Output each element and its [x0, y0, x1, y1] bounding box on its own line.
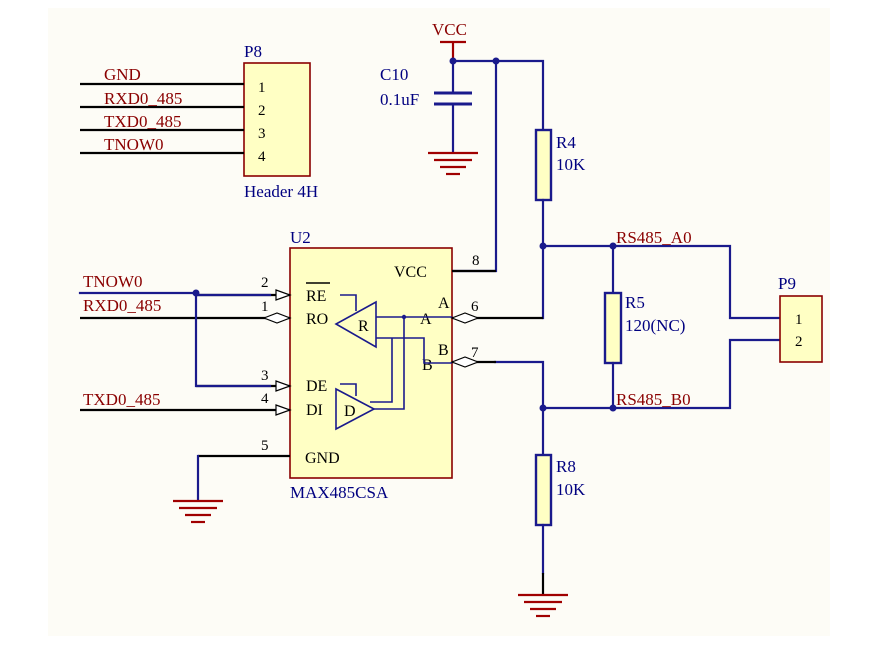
p8-pin2-number: 2 — [258, 103, 266, 119]
u2-designator: U2 — [290, 228, 311, 247]
c10-designator: C10 — [380, 65, 408, 84]
wire-pin7-to-b0 — [493, 360, 545, 457]
net-rs485-b0 — [541, 338, 782, 410]
u2-a-io-arrow — [450, 312, 480, 324]
net-label-rs485-a0: RS485_A0 — [616, 228, 692, 247]
u2-internal-junction — [401, 314, 407, 320]
u2-pin-name-b: B — [422, 357, 433, 374]
u2-receiver-label: R — [358, 318, 369, 335]
u2-driver-out-b — [370, 338, 393, 403]
vcc-label: VCC — [432, 20, 467, 39]
connector-p9: P9 1 2 — [778, 274, 823, 363]
u2-pin-name-di: DI — [306, 402, 323, 419]
u2-receiver-symbol — [334, 300, 377, 349]
u2-de-input-arrow — [275, 380, 292, 392]
u2-pin-name-a: A — [420, 311, 432, 328]
junction-tnow0 — [192, 289, 200, 297]
r5-body — [603, 291, 623, 365]
p8-net-gnd: GND — [104, 65, 141, 84]
r8-value: 10K — [556, 480, 586, 499]
r5-value: 120(NC) — [625, 316, 685, 335]
u2-pin-number-3: 3 — [261, 368, 269, 384]
p8-pin3-number: 3 — [258, 126, 266, 142]
p9-pin2-number: 2 — [795, 334, 803, 350]
u2-driver-label: D — [344, 403, 356, 420]
u2-pin-number-7: 7 — [471, 345, 479, 361]
u2-pin-name-de: DE — [306, 378, 327, 395]
u2-net-tnow0: TNOW0 — [83, 272, 142, 291]
u2-b-io-arrow — [450, 356, 480, 368]
u2-pin-name-ro: RO — [306, 311, 328, 328]
u2-pin-number-6: 6 — [471, 299, 479, 315]
u2-de-enable-line — [340, 383, 357, 396]
r8-designator: R8 — [556, 457, 576, 476]
u2-pin-number-1: 1 — [261, 299, 269, 315]
u2-net-rxd0: RXD0_485 — [83, 296, 161, 315]
junction-b0-left — [539, 404, 547, 412]
u2-receiver-b-input — [376, 337, 452, 364]
r4-body — [534, 128, 553, 202]
p8-net-txd: TXD0_485 — [104, 112, 181, 131]
p8-net-rxd: RXD0_485 — [104, 89, 182, 108]
junction-a0-left — [539, 242, 547, 250]
connector-p8: P8 1 2 3 4 GND RXD0_485 TXD0_485 TNOW0 H… — [80, 42, 318, 201]
u2-pin-a-outer-label: A — [438, 295, 450, 312]
u2-di-input-arrow — [275, 404, 292, 416]
c10-ground-symbol — [428, 151, 478, 176]
p8-pin4-number: 4 — [258, 149, 266, 165]
p9-body — [779, 295, 823, 363]
u2-re-enable-line — [340, 294, 357, 311]
r8-ground-symbol — [518, 593, 568, 618]
net-rs485-a0 — [541, 244, 782, 320]
u2-net-txd0: TXD0_485 — [83, 390, 160, 409]
u2-driver-out-a — [374, 317, 405, 410]
resistor-r8: R8 10K — [534, 453, 586, 527]
wire-tnow0-to-de — [194, 291, 272, 388]
u2-pin-number-4: 4 — [261, 391, 269, 407]
c10-value: 0.1uF — [380, 90, 419, 109]
u2-driver-symbol — [335, 387, 376, 431]
p8-designator: P8 — [244, 42, 262, 61]
u2-pin-name-gnd: GND — [305, 450, 340, 467]
p8-pin1-number: 1 — [258, 80, 266, 96]
u2-pin-number-2: 2 — [261, 275, 269, 291]
junction-b0-r5 — [609, 404, 617, 412]
p9-designator: P9 — [778, 274, 796, 293]
net-label-rs485-b0: RS485_B0 — [616, 390, 691, 409]
p9-pin1-number: 1 — [795, 312, 803, 328]
resistor-r4: R4 10K — [534, 128, 586, 202]
p8-net-tnow: TNOW0 — [104, 135, 163, 154]
ic-u2-max485: U2 MAX485CSA VCC RE RO A B DE DI GND A B… — [80, 228, 543, 502]
junction-vcc-c10 — [449, 57, 457, 65]
r4-designator: R4 — [556, 133, 576, 152]
u2-pin-b-outer-label: B — [438, 342, 449, 359]
u2-pin-name-re: RE — [306, 288, 326, 305]
u2-ro-output-arrow — [262, 312, 292, 324]
p8-body — [243, 62, 311, 177]
r8-body — [534, 453, 553, 527]
vcc-rail — [451, 59, 545, 132]
r5-designator: R5 — [625, 293, 645, 312]
u2-pin-name-vcc: VCC — [394, 264, 427, 281]
resistor-r5: R5 120(NC) — [603, 244, 685, 410]
u2-pin-number-5: 5 — [261, 438, 269, 454]
r4-value: 10K — [556, 155, 586, 174]
u2-ground-symbol — [173, 499, 223, 524]
u2-pin-number-8: 8 — [472, 253, 480, 269]
u2-re-input-arrow — [275, 289, 292, 301]
capacitor-c10: C10 0.1uF — [380, 59, 478, 176]
p8-comment: Header 4H — [244, 182, 318, 201]
u2-part-number: MAX485CSA — [290, 483, 389, 502]
